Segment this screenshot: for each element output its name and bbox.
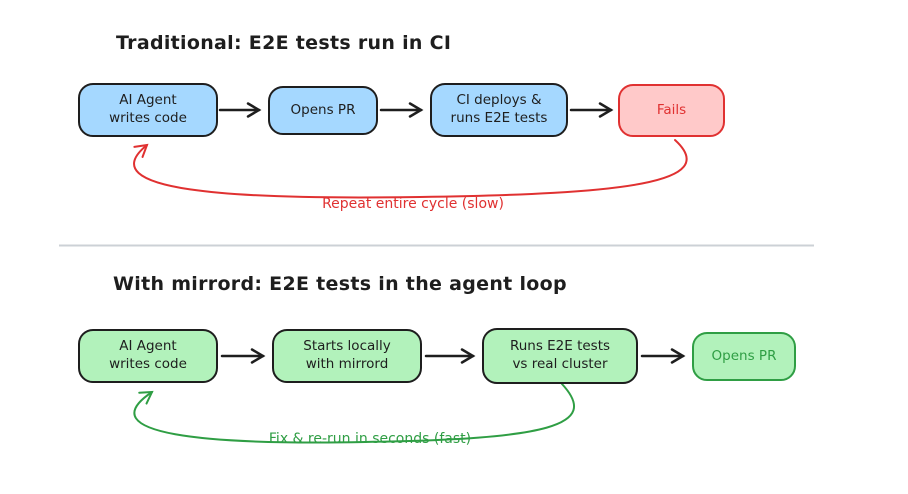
flow-node-ai-agent-writes-code-mirrord: AI Agent writes code (78, 329, 218, 383)
flow-node-starts-locally-mirrord: Starts locally with mirrord (272, 329, 422, 383)
flow-node-ci-deploys-runs-tests: CI deploys & runs E2E tests (430, 83, 568, 137)
loop-label-repeat-cycle-slow: Repeat entire cycle (slow) (322, 196, 504, 212)
node-label: AI Agent writes code (109, 338, 187, 372)
node-label: CI deploys & runs E2E tests (450, 92, 548, 126)
flow-node-opens-pr-mirrord: Opens PR (692, 332, 796, 381)
flow-node-opens-pr-ci: Opens PR (268, 86, 378, 135)
node-label: Opens PR (290, 101, 356, 118)
flow-node-runs-e2e-real-cluster: Runs E2E tests vs real cluster (482, 328, 638, 384)
node-label: Opens PR (711, 347, 777, 364)
loop-arrow-repeat-cycle (133, 139, 688, 199)
loop-label-fix-rerun-fast: Fix & re-run in seconds (fast) (268, 431, 472, 447)
section-title-traditional: Traditional: E2E tests run in CI (116, 32, 452, 54)
node-label: Fails (656, 101, 687, 118)
node-label: AI Agent writes code (109, 92, 187, 126)
flow-node-fails: Fails (618, 84, 725, 137)
flow-node-ai-agent-writes-code-ci: AI Agent writes code (78, 83, 218, 137)
node-label: Starts locally with mirrord (303, 338, 391, 372)
node-label: Runs E2E tests vs real cluster (509, 338, 611, 372)
section-title-mirrord: With mirrord: E2E tests in the agent loo… (113, 273, 567, 295)
